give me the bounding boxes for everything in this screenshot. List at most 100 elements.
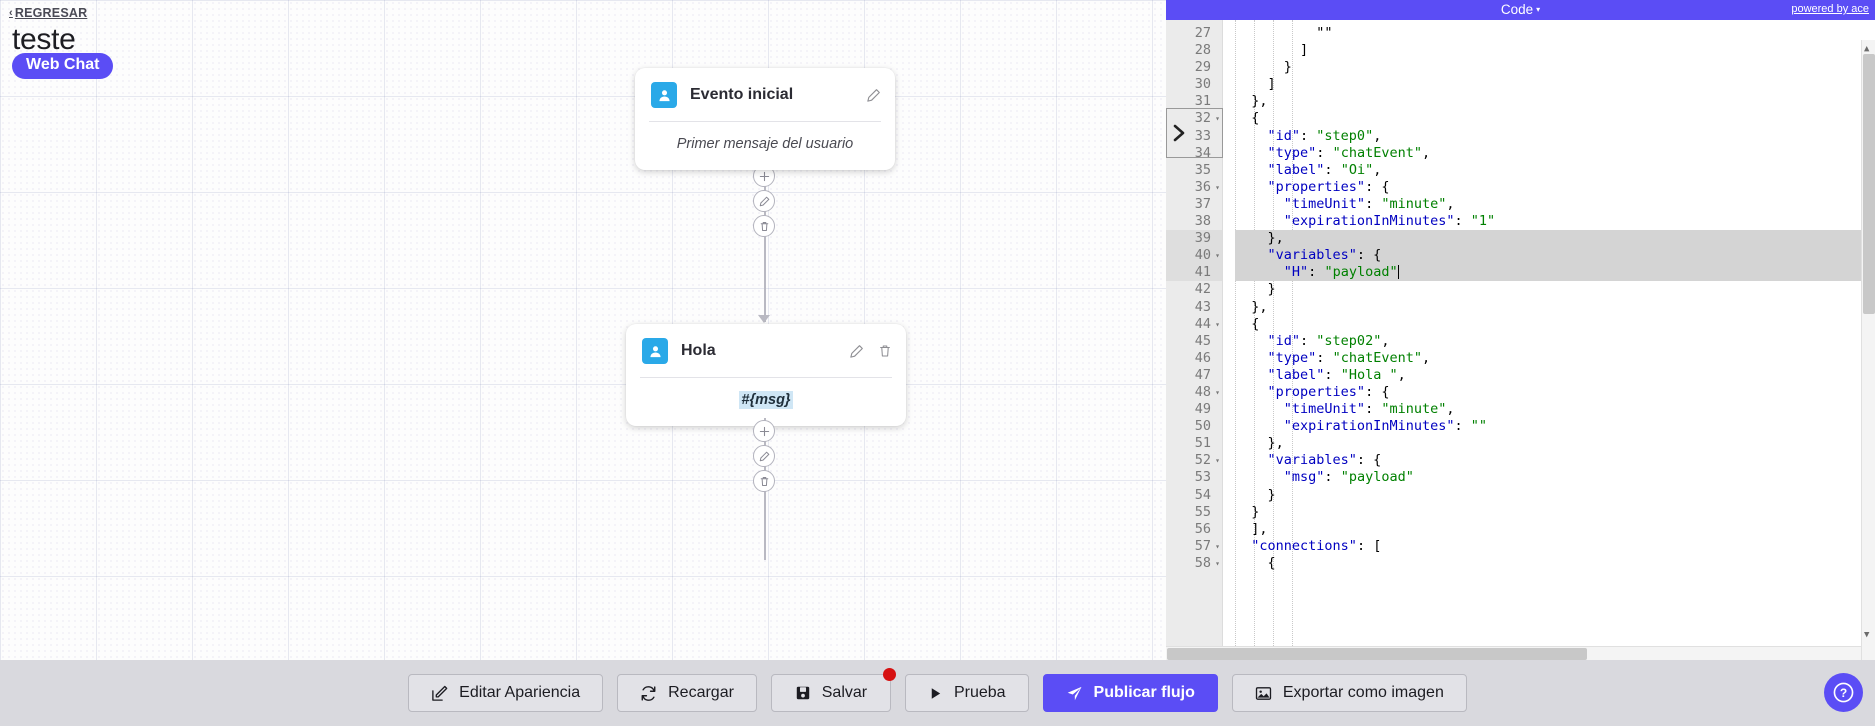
gutter-line-number[interactable]: 34 [1194,144,1211,161]
code-line[interactable]: "expirationInMinutes": "1" [1283,213,1496,230]
gutter-line-number[interactable]: 31 [1194,93,1211,110]
code-line[interactable]: "connections": [ [1251,537,1382,554]
gutter-line-number[interactable]: 36▾ [1194,178,1220,195]
gutter-line-number[interactable]: 35 [1194,161,1211,178]
code-line[interactable]: "timeUnit": "minute", [1283,195,1455,212]
gutter-line-number[interactable]: 41 [1166,264,1222,282]
code-line[interactable]: { [1235,554,1276,571]
code-line[interactable]: "timeUnit": "minute", [1283,401,1455,418]
gutter-line-number[interactable]: 30 [1194,76,1211,93]
powered-by-ace-link[interactable]: powered by ace [1791,3,1869,15]
gutter-line-number[interactable]: 42 [1194,281,1211,298]
flow-canvas[interactable]: ‹REGRESAR teste Web Chat Evento ini [0,0,1166,660]
code-line[interactable]: ] [1235,42,1309,59]
gutter-line-number[interactable]: 44▾ [1194,315,1220,332]
delete-icon[interactable] [878,344,892,358]
code-line[interactable]: "id": "step0", [1267,127,1382,144]
node-actions[interactable] [866,88,881,103]
line-actions-1[interactable] [753,165,775,237]
gutter-line-number[interactable]: 52▾ [1194,452,1220,469]
gutter-line-number[interactable]: 53 [1194,469,1211,486]
code-line[interactable]: ], [1235,520,1268,537]
scrollbar-thumb[interactable] [1863,54,1875,314]
toolbar-button-recargar[interactable]: Recargar [617,674,757,712]
gutter-line-number[interactable]: 27 [1194,25,1211,41]
code-line[interactable]: } [1235,281,1276,298]
delete-node-button-2[interactable] [753,470,775,492]
code-line[interactable]: "properties": { [1267,178,1390,195]
code-line[interactable]: "msg": "payload" [1283,469,1414,486]
code-line[interactable]: "H": "payload" [1235,264,1875,282]
edit-icon[interactable] [866,88,881,103]
editor-horizontal-scrollbar[interactable] [1166,646,1861,660]
code-line[interactable]: "type": "chatEvent", [1267,349,1431,366]
code-line[interactable]: "expirationInMinutes": "" [1283,418,1487,435]
gutter-line-number[interactable]: 56 [1194,520,1211,537]
back-link[interactable]: ‹REGRESAR [9,6,87,20]
editor-code-area[interactable]: "" ] } ] }, { "id": "step0", "type": "ch… [1223,20,1875,660]
code-line[interactable]: }, [1235,93,1268,110]
node-body-text: Primer mensaje del usuario [676,136,854,152]
edit-icon[interactable] [849,344,864,359]
gutter-line-number[interactable]: 40▾ [1166,247,1222,265]
toolbar-button-label: Salvar [821,684,868,701]
edit-node-button-2[interactable] [753,445,775,467]
gutter-line-number[interactable]: 32▾ [1194,110,1220,127]
gutter-line-number[interactable]: 57▾ [1194,537,1220,554]
code-line[interactable]: "variables": { [1235,247,1875,265]
editor-vertical-scrollbar[interactable]: ▲ ▼ [1861,40,1875,660]
line-actions-2[interactable] [753,420,775,492]
code-line[interactable]: } [1235,59,1292,76]
gutter-line-number[interactable]: 51 [1194,435,1211,452]
delete-node-button-1[interactable] [753,215,775,237]
code-line[interactable]: "label": "Oi", [1267,161,1382,178]
gutter-line-number[interactable]: 43 [1194,298,1211,315]
code-line[interactable]: }, [1235,298,1268,315]
flow-node-hola[interactable]: Hola #{msg} [626,324,906,426]
code-line[interactable]: }, [1235,230,1875,248]
gutter-line-number[interactable]: 45 [1194,332,1211,349]
code-line[interactable]: ] [1235,76,1276,93]
toolbar-button-prueba[interactable]: Prueba [904,674,1029,712]
gutter-line-number[interactable]: 47 [1194,366,1211,383]
node-actions[interactable] [849,344,892,359]
code-line[interactable]: "label": "Hola ", [1267,366,1406,383]
code-line[interactable]: "variables": { [1267,452,1382,469]
code-line[interactable]: "properties": { [1267,383,1390,400]
code-line[interactable]: } [1235,486,1276,503]
code-line[interactable]: { [1235,110,1260,127]
gutter-line-number[interactable]: 29 [1194,59,1211,76]
scrollbar-thumb[interactable] [1167,648,1587,660]
gutter-line-number[interactable]: 49 [1194,401,1211,418]
code-line[interactable]: "" [1235,25,1333,41]
gutter-line-number[interactable]: 33 [1194,127,1211,144]
code-line[interactable]: { [1235,315,1260,332]
code-panel-title[interactable]: Code▾ [1166,2,1875,17]
code-line[interactable]: "id": "step02", [1267,332,1390,349]
gutter-line-number[interactable]: 28 [1194,42,1211,59]
toolbar-button-exportar-como-imagen[interactable]: Exportar como imagen [1231,674,1467,712]
scroll-down-arrow-icon[interactable]: ▼ [1864,629,1870,640]
gutter-line-number[interactable]: 37 [1194,195,1211,212]
gutter-line-number[interactable]: 46 [1194,349,1211,366]
code-fold-marker[interactable] [1166,108,1223,158]
toolbar-button-salvar[interactable]: Salvar [770,668,896,712]
gutter-line-number[interactable]: 58▾ [1194,554,1220,571]
gutter-line-number[interactable]: 38 [1194,213,1211,230]
edit-node-button-1[interactable] [753,190,775,212]
code-line[interactable]: } [1235,503,1260,520]
gutter-line-number[interactable]: 48▾ [1194,383,1220,400]
gutter-line-number[interactable]: 54 [1194,486,1211,503]
gutter-line-number[interactable]: 39 [1166,230,1222,248]
toolbar-button-publicar-flujo[interactable]: Publicar flujo [1042,674,1218,712]
scroll-up-arrow-icon[interactable]: ▲ [1864,44,1870,54]
gutter-line-number[interactable]: 50 [1194,418,1211,435]
add-node-button-2[interactable] [753,420,775,442]
flow-node-evento-inicial[interactable]: Evento inicial Primer mensaje del usuari… [635,68,895,170]
toolbar-button-editar-apariencia[interactable]: Editar Apariencia [408,674,604,712]
help-button[interactable]: ? [1824,673,1863,712]
code-line[interactable]: }, [1235,435,1284,452]
code-line[interactable]: "type": "chatEvent", [1267,144,1431,161]
gutter-line-number[interactable]: 55 [1194,503,1211,520]
